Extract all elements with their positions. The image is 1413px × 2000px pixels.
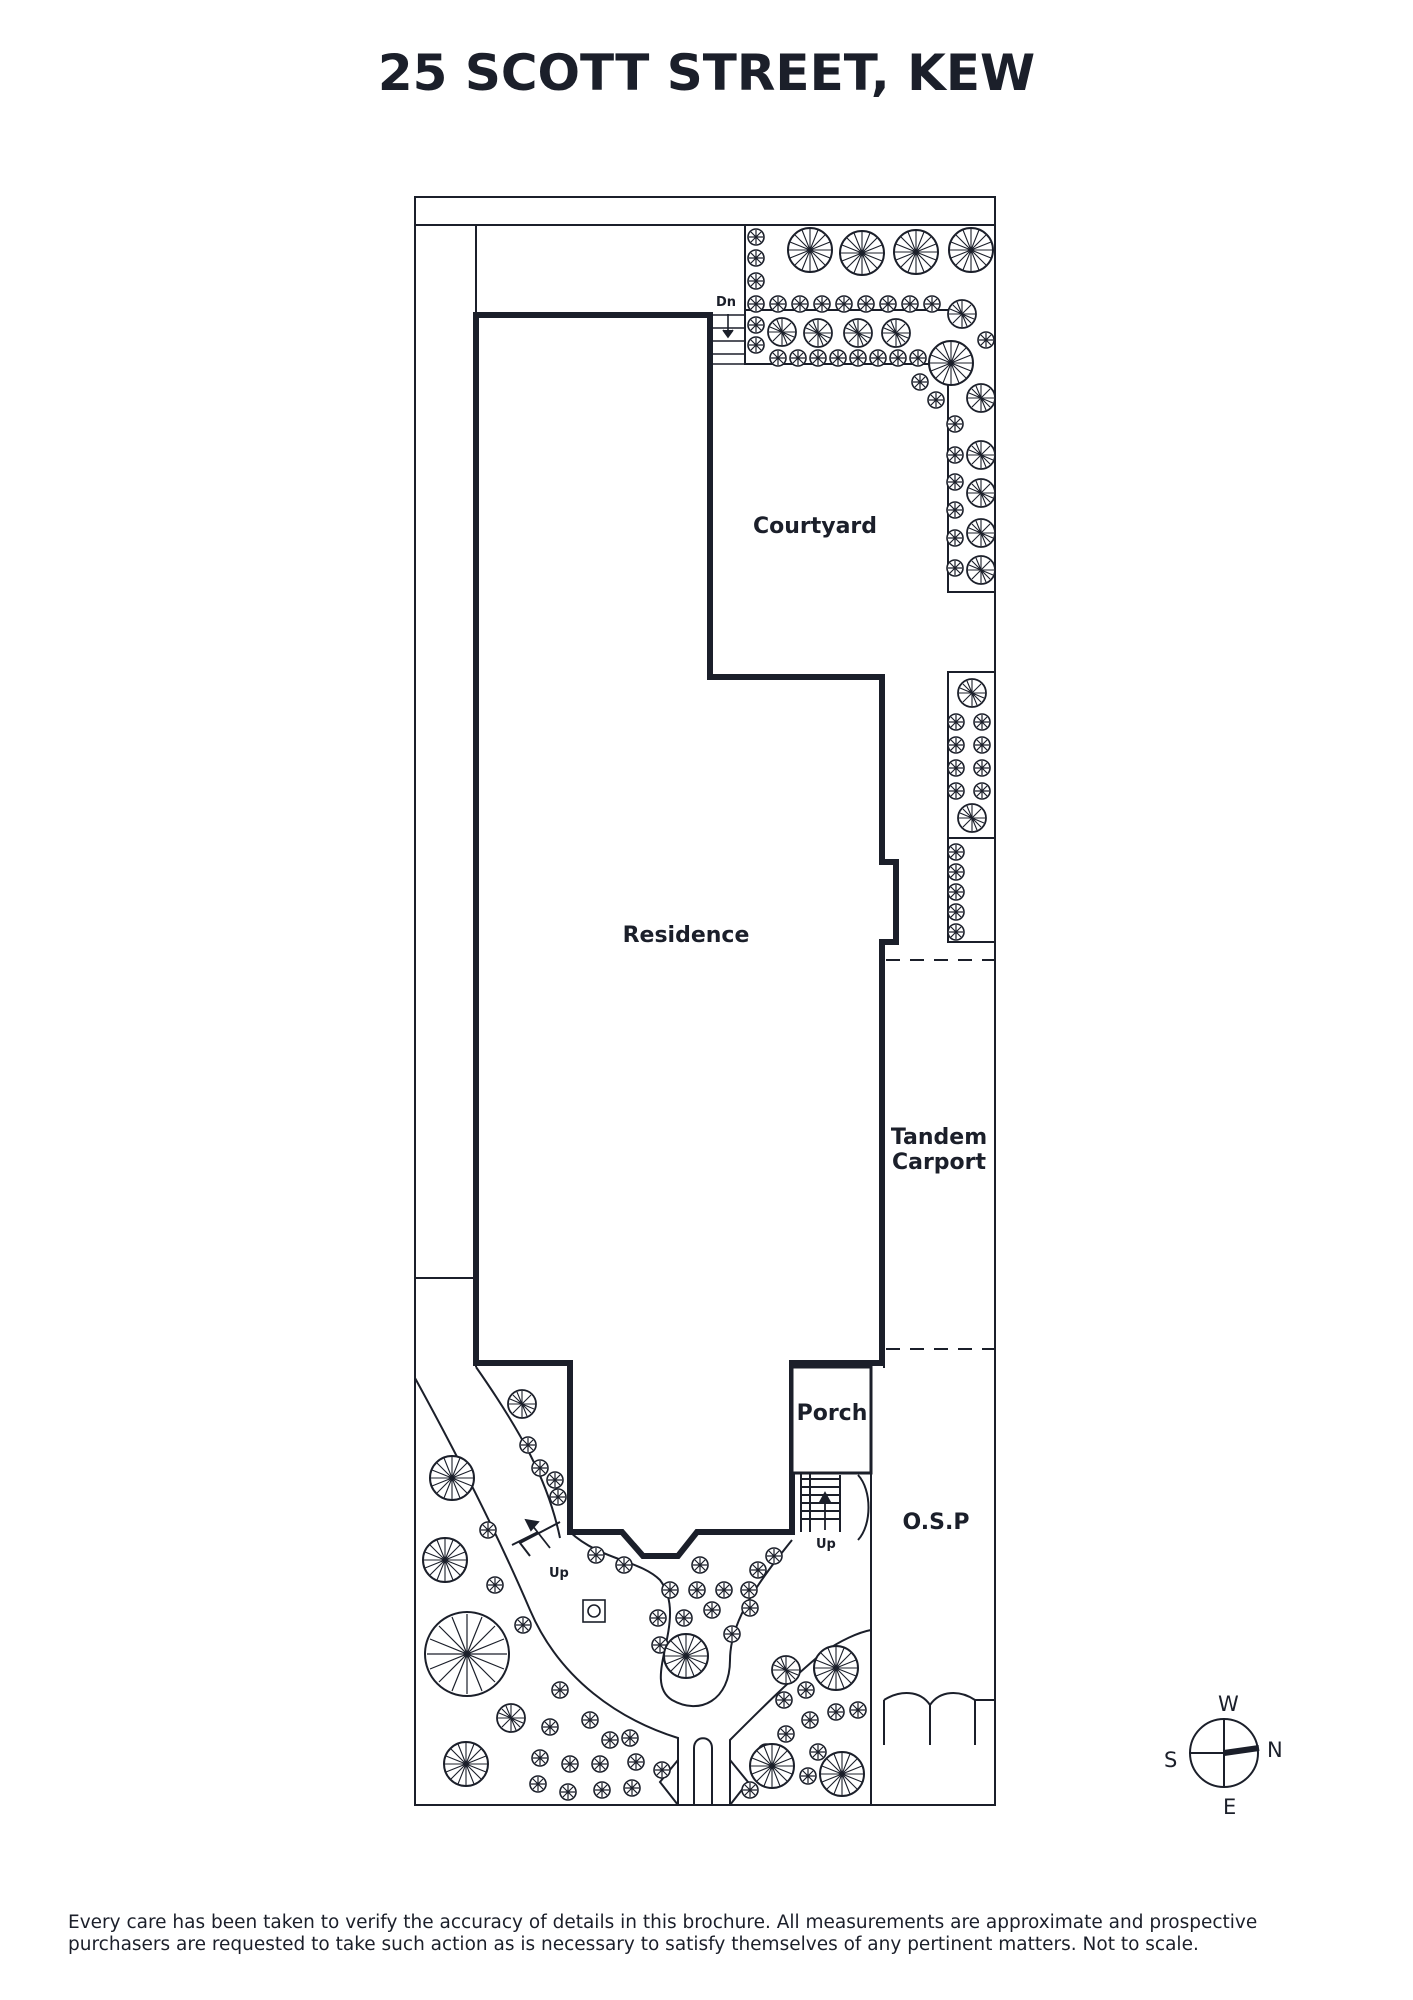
compass-east: E bbox=[1223, 1795, 1236, 1819]
disclaimer: Every care has been taken to verify the … bbox=[68, 1912, 1368, 1956]
osp-label: O.S.P bbox=[903, 1510, 970, 1535]
courtyard-label: Courtyard bbox=[753, 514, 877, 539]
disclaimer-line-2: purchasers are requested to take such ac… bbox=[68, 1934, 1199, 1955]
residence-label: Residence bbox=[623, 923, 750, 948]
carport-label-line1: Tandem bbox=[891, 1125, 987, 1150]
compass-north: N bbox=[1267, 1738, 1283, 1762]
carport-label-line2: Carport bbox=[892, 1150, 987, 1175]
up-label-left: Up bbox=[549, 1566, 569, 1581]
compass-south: S bbox=[1164, 1748, 1177, 1772]
up-label-porch: Up bbox=[816, 1537, 836, 1552]
water-feature bbox=[582, 1599, 606, 1623]
up-arrows bbox=[524, 1491, 832, 1549]
porch-label: Porch bbox=[797, 1401, 868, 1426]
disclaimer-line-1: Every care has been taken to verify the … bbox=[68, 1912, 1258, 1933]
page-title: 25 SCOTT STREET, KEW bbox=[377, 44, 1036, 102]
compass: W N S E bbox=[1164, 1692, 1283, 1819]
compass-west: W bbox=[1218, 1692, 1239, 1716]
carport-bounds bbox=[886, 959, 995, 1350]
front-garden-paths bbox=[414, 1366, 995, 1806]
porch-outline bbox=[790, 1365, 873, 1475]
courtyard-steps bbox=[710, 312, 746, 365]
dn-label: Dn bbox=[716, 295, 736, 310]
